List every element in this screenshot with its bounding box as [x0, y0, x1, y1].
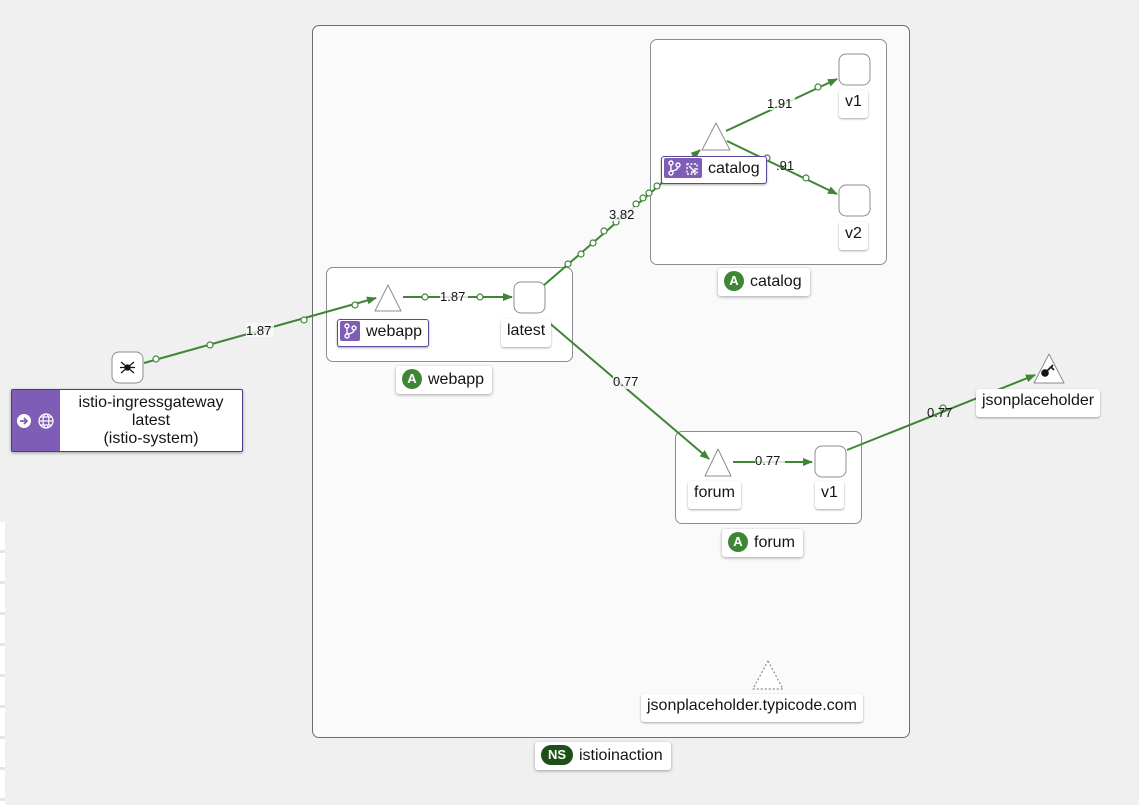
catalog-v1-node[interactable]: [838, 53, 871, 86]
forum-v1-text: v1: [821, 484, 838, 501]
catalog-v2-node[interactable]: [838, 184, 871, 217]
app-badge: A: [728, 531, 748, 552]
catalog-service-text: catalog: [708, 160, 760, 177]
external-host-label[interactable]: jsonplaceholder.typicode.com: [641, 694, 863, 722]
forum-service-text: forum: [694, 484, 735, 501]
edge-latest-forum: [546, 320, 710, 460]
jsonplaceholder-node[interactable]: [1033, 353, 1065, 384]
app-name: forum: [754, 534, 795, 551]
app-badge: A: [724, 270, 744, 291]
webapp-service-node[interactable]: [374, 284, 402, 312]
ingress-version: latest: [131, 412, 171, 429]
webapp-latest-node[interactable]: [513, 281, 546, 314]
forum-service-label[interactable]: forum: [688, 481, 741, 509]
ingress-label[interactable]: istio-ingressgateway latest (istio-syste…: [11, 389, 243, 452]
edge-label-forumv1-jsonplaceholder: 0.77: [927, 405, 952, 420]
forum-v1-node[interactable]: [814, 445, 847, 478]
webapp-service-label[interactable]: webapp: [337, 319, 430, 347]
ingress-node[interactable]: [111, 351, 144, 384]
edge-catalog-v2: [726, 140, 838, 195]
namespace-name: istioinaction: [579, 747, 663, 764]
catalog-v2-text: v2: [845, 225, 862, 242]
catalog-service-label[interactable]: catalog: [661, 156, 767, 184]
app-badge: A: [402, 368, 422, 389]
gateway-badge: [12, 390, 60, 451]
ingress-namespace: (istio-system): [103, 430, 199, 447]
forum-v1-label[interactable]: v1: [815, 481, 844, 509]
edge-label-ingress-webapp: 1.87: [246, 323, 271, 338]
edge-label-webapp-latest: 1.87: [440, 289, 465, 304]
catalog-v2-label[interactable]: v2: [839, 222, 868, 250]
git-branch-icon: [664, 157, 702, 178]
gateway-icon: [120, 361, 135, 374]
catalog-v1-text: v1: [845, 93, 862, 110]
edge-label-catalog-v1: 1.91: [767, 96, 792, 111]
catalog-service-node[interactable]: [701, 122, 731, 151]
namespace-badge: NS: [541, 744, 573, 765]
side-panel-edge: [0, 522, 5, 805]
external-host-text: jsonplaceholder.typicode.com: [647, 697, 857, 714]
ingress-name: istio-ingressgateway: [78, 394, 224, 411]
jsonplaceholder-text: jsonplaceholder: [982, 392, 1095, 409]
git-branch-icon: [340, 320, 360, 341]
edge-label-latest-forum: 0.77: [613, 374, 638, 389]
globe-icon: [38, 413, 54, 429]
edge-label-latest-catalog: 3.82: [609, 207, 634, 222]
key-icon: [1041, 364, 1055, 377]
edge-label-catalog-v2: .91: [776, 158, 794, 173]
webapp-latest-label[interactable]: latest: [501, 319, 552, 347]
external-service-node[interactable]: [752, 660, 784, 690]
arrow-right-circle-icon: [17, 414, 31, 428]
forum-service-node[interactable]: [704, 448, 732, 477]
edge-forumv1-jsonplaceholder: [846, 374, 1036, 451]
app-name: webapp: [428, 371, 485, 388]
webapp-service-text: webapp: [366, 323, 423, 340]
webapp-latest-text: latest: [507, 322, 546, 339]
namespace-label[interactable]: NS istioinaction: [535, 742, 671, 770]
jsonplaceholder-label[interactable]: jsonplaceholder: [976, 389, 1101, 417]
edge-label-forum-v1: 0.77: [755, 453, 780, 468]
app-name: catalog: [750, 273, 802, 290]
catalog-v1-label[interactable]: v1: [839, 90, 868, 118]
